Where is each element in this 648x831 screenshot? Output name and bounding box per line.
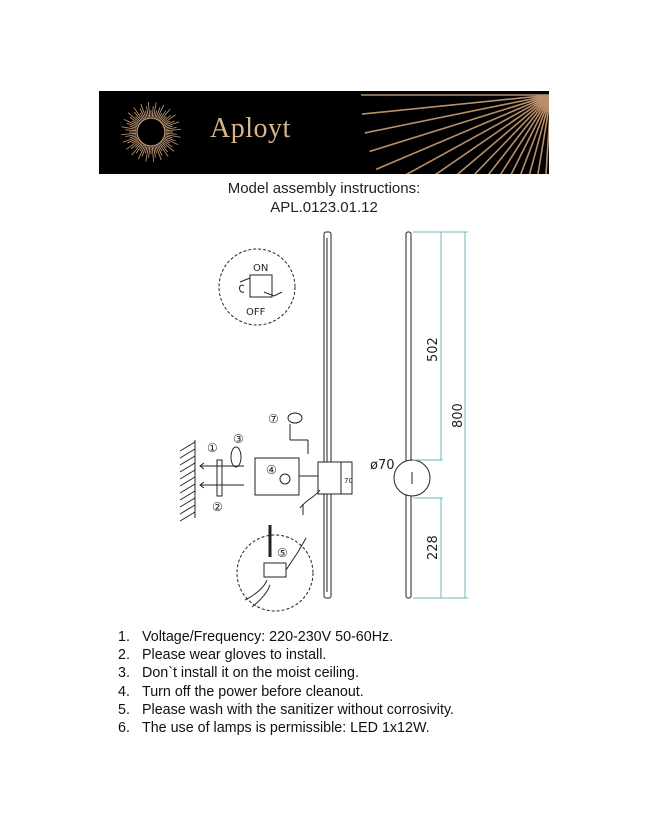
switch-off-label: OFF <box>246 307 266 318</box>
list-item: 3.Don`t install it on the moist ceiling. <box>118 665 359 682</box>
list-item: 2.Please wear gloves to install. <box>118 647 327 664</box>
box-height-label: 70 <box>344 477 353 485</box>
callout-1: ① <box>207 441 218 455</box>
instructions-title: Model assembly instructions: <box>227 180 421 197</box>
model-number: APL.0123.01.12 <box>270 199 378 216</box>
lamp-side-view: 70 <box>299 231 353 599</box>
assembly-diagram: ON OFF ① ② ③ ④ ⑦ 70 <box>179 231 468 612</box>
dimension-lower: 228 <box>426 535 441 560</box>
callout-4: ④ <box>266 463 277 477</box>
callout-7: ⑦ <box>268 412 279 426</box>
dimension-lines <box>413 231 468 599</box>
wall-hatch <box>179 440 196 522</box>
lamp-front-view <box>393 231 431 599</box>
list-item: 5.Please wash with the sanitizer without… <box>118 701 455 718</box>
callout-3: ③ <box>233 432 244 446</box>
lamp-base-box <box>254 457 318 496</box>
callout-2: ② <box>212 500 223 514</box>
dimension-total: 800 <box>451 403 466 428</box>
switch-on-label: ON <box>253 263 268 274</box>
sunburst-decoration <box>121 94 549 174</box>
dimension-upper: 502 <box>426 337 441 362</box>
power-switch-icon: ON OFF <box>218 248 296 326</box>
list-item: 6.The use of lamps is permissible: LED 1… <box>118 720 430 737</box>
brand-banner: Aployt <box>99 91 549 174</box>
dimension-diameter: ø70 <box>370 458 395 473</box>
wiring-detail <box>236 504 314 612</box>
screw-icon <box>287 412 309 454</box>
list-item: 4.Turn off the power before cleanout. <box>118 683 364 700</box>
list-item: 1.Voltage/Frequency: 220-230V 50-60Hz. <box>118 629 394 645</box>
mounting-plate <box>199 446 244 497</box>
instructions-list: 1.Voltage/Frequency: 220-230V 50-60Hz. 2… <box>118 628 598 737</box>
brand-logo-text: Aployt <box>210 113 291 144</box>
callout-5: ⑤ <box>277 546 288 560</box>
